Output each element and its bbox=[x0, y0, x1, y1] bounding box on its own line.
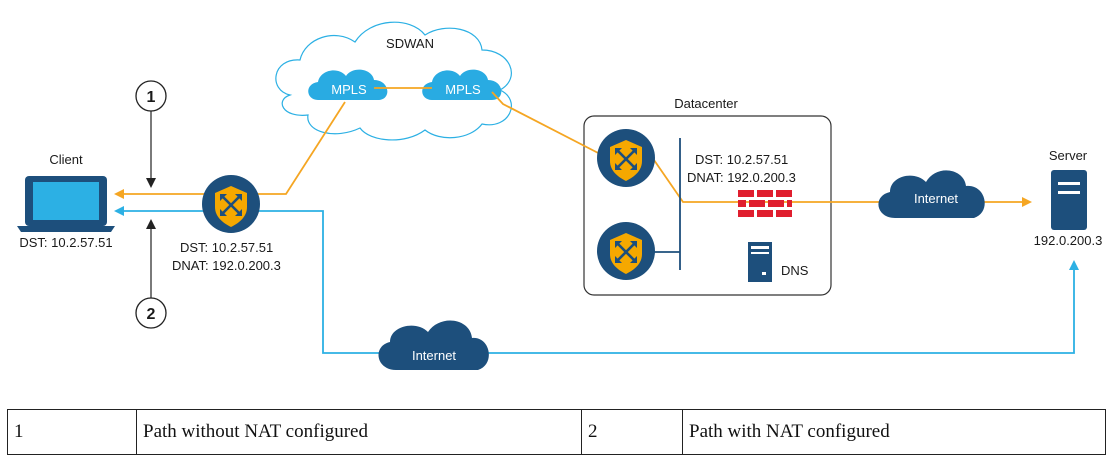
callout-2-number: 2 bbox=[147, 306, 156, 323]
dc-dst-label: DST: 10.2.57.51 bbox=[695, 152, 788, 167]
dc-dnat-label: DNAT: 192.0.200.3 bbox=[687, 170, 796, 185]
sdwan-cloud: SDWAN bbox=[275, 21, 512, 141]
mpls-cloud-right: MPLS bbox=[422, 69, 502, 100]
sdwan-label: SDWAN bbox=[386, 36, 434, 51]
legend-table: 1 Path without NAT configured 2 Path wit… bbox=[7, 409, 1106, 455]
callout-2: 2 bbox=[135, 219, 167, 329]
callout-1-number: 1 bbox=[147, 89, 156, 106]
firewall-icon bbox=[738, 190, 792, 217]
legend-desc-1: Path without NAT configured bbox=[136, 409, 582, 455]
dns-server-icon bbox=[748, 242, 772, 282]
legend-num-2: 2 bbox=[581, 409, 683, 455]
server-ip-label: 192.0.200.3 bbox=[1034, 233, 1103, 248]
edge-dnat-label: DNAT: 192.0.200.3 bbox=[172, 258, 281, 273]
laptop-icon bbox=[17, 176, 115, 232]
legend-row: 1 Path without NAT configured 2 Path wit… bbox=[7, 409, 1106, 455]
nat-path-diagram: SDWAN MPLS MPLS Datacenter DST: 10.2.57.… bbox=[17, 21, 1103, 370]
dns-label: DNS bbox=[781, 263, 809, 278]
client-label: Client bbox=[49, 152, 83, 167]
internet-dc-label: Internet bbox=[914, 191, 958, 206]
path-without-nat bbox=[114, 87, 1032, 207]
legend-num-1: 1 bbox=[7, 409, 137, 455]
client-dst-label: DST: 10.2.57.51 bbox=[19, 235, 112, 250]
legend-desc-2: Path with NAT configured bbox=[682, 409, 1106, 455]
internet-cloud-bottom: Internet bbox=[378, 320, 489, 370]
path-with-nat bbox=[114, 206, 1079, 354]
dc-router-bottom-icon bbox=[595, 220, 657, 282]
server-icon bbox=[1051, 170, 1087, 230]
internet-bottom-label: Internet bbox=[412, 348, 456, 363]
edge-router-icon bbox=[200, 173, 262, 235]
mpls-cloud-left: MPLS bbox=[308, 69, 388, 100]
mpls-left-label: MPLS bbox=[331, 82, 367, 97]
mpls-right-label: MPLS bbox=[445, 82, 481, 97]
edge-dst-label: DST: 10.2.57.51 bbox=[180, 240, 273, 255]
server-label: Server bbox=[1049, 148, 1088, 163]
datacenter-label: Datacenter bbox=[674, 96, 738, 111]
callout-1: 1 bbox=[135, 80, 167, 188]
internet-cloud-dc: Internet bbox=[878, 170, 985, 218]
dc-router-top-icon bbox=[595, 127, 657, 189]
